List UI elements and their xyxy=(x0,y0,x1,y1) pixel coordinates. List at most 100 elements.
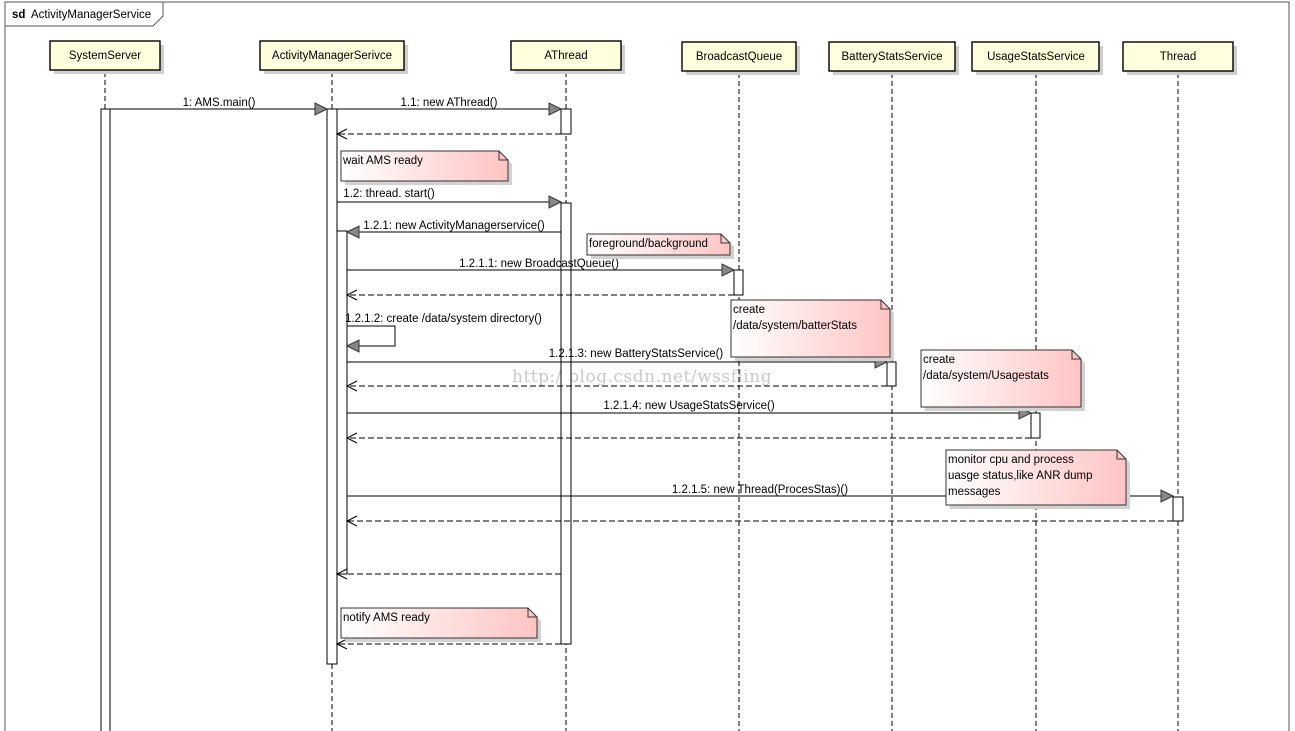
activation-bar xyxy=(560,202,572,645)
activation-bar xyxy=(326,108,338,665)
arrow-head xyxy=(345,289,358,301)
return-message xyxy=(335,638,561,650)
notes: wait AMS ready foreground/background creat… xyxy=(340,150,1130,642)
message-label: 1: AMS.main() xyxy=(183,97,256,109)
message-label: 1.2.1.5: new Thread(ProcesStas)() xyxy=(672,484,848,496)
message-3: 1.2: thread. start() xyxy=(337,188,563,209)
arrow-head xyxy=(1160,489,1175,503)
note-text-line: wait AMS ready xyxy=(342,155,423,167)
message-8: 1.2.1.4: new UsageStatsService() xyxy=(347,400,1033,420)
lifeline-broadcastqueue: BroadcastQueue xyxy=(681,41,800,731)
note-text-line: notify AMS ready xyxy=(343,612,430,624)
message-label: 1.2.1.2: create /data/system directory() xyxy=(345,313,542,325)
note-text-line: monitor cpu and process xyxy=(948,454,1074,466)
message-5: 1.2.1.1: new BroadcastQueue() xyxy=(347,258,736,277)
return-message xyxy=(335,128,561,140)
message-label: 1.2.1.3: new BatteryStatsService() xyxy=(549,348,724,360)
arrow-head xyxy=(345,380,358,392)
message-label: 1.2.1.1: new BroadcastQueue() xyxy=(459,258,619,270)
message-label: 1.2: thread. start() xyxy=(343,188,435,200)
message-1: 1: AMS.main() xyxy=(110,97,329,116)
arrow-head xyxy=(345,432,358,444)
lifeline-head-box xyxy=(681,41,797,72)
activation-bar xyxy=(560,108,572,135)
arrow-head xyxy=(335,128,348,140)
note-fold xyxy=(1071,350,1081,360)
message-label: 1.2.1.4: new UsageStatsService() xyxy=(603,400,774,412)
lifeline-thread: Thread xyxy=(1122,41,1237,731)
activation-bar xyxy=(336,230,348,575)
note-body xyxy=(730,299,891,358)
note-6: notify AMS ready xyxy=(340,607,541,642)
lifeline-head-box xyxy=(971,41,1100,72)
note-text-line: foreground/background xyxy=(589,238,708,250)
lifeline-label: AThread xyxy=(544,50,587,62)
note-5: monitor cpu and process uasge status,like… xyxy=(945,449,1130,509)
note-text-line: uasge status,like ANR dump xyxy=(948,470,1092,482)
note-2: foreground/background xyxy=(586,233,734,259)
note-body xyxy=(920,349,1082,408)
arrow-head xyxy=(548,195,563,209)
return-message xyxy=(345,289,734,301)
arrow-head xyxy=(335,638,348,650)
watermark: http://blog.csdn.net/wssfling xyxy=(512,367,772,387)
lifeline-head-box xyxy=(1122,41,1234,72)
frame: sd ActivityManagerService xyxy=(4,1,1290,731)
lifeline-label: BatteryStatsService xyxy=(842,51,943,63)
note-body xyxy=(340,607,538,639)
note-text-line: create xyxy=(733,304,765,316)
message-4: 1.2.1: new ActivityManagerservice() xyxy=(345,220,561,239)
frame-tab xyxy=(5,2,164,27)
return-message xyxy=(345,432,1031,444)
note-3: create/data/system/batterStats xyxy=(730,299,894,361)
note-fold xyxy=(527,608,537,618)
lifeline-label: BroadcastQueue xyxy=(696,51,782,63)
frame-border xyxy=(4,1,1290,731)
lifeline-batterystatsservice: BatteryStatsService xyxy=(828,41,959,731)
frame-title: ActivityManagerService xyxy=(31,9,151,21)
frame-keyword: sd xyxy=(12,9,25,21)
lifeline-head-box xyxy=(259,40,405,71)
return-message xyxy=(345,515,1173,527)
note-text-line: create xyxy=(923,354,955,366)
lifeline-label: SystemServer xyxy=(69,50,141,62)
lifelines: SystemServer ActivityManagerSerivce AThrea… xyxy=(49,40,1237,731)
arrow-head xyxy=(548,102,563,116)
arrow-head xyxy=(345,225,360,239)
return-message xyxy=(345,380,887,392)
message-2: 1.1: new AThread() xyxy=(337,97,563,116)
note-fold xyxy=(880,300,890,310)
activation-bar xyxy=(733,269,744,296)
note-fold xyxy=(720,234,730,244)
note-body xyxy=(340,150,509,182)
lifeline-head-box xyxy=(49,40,161,71)
lifeline-label: Thread xyxy=(1160,51,1196,63)
note-text-line: messages xyxy=(948,486,1001,498)
self-message-loop xyxy=(347,325,396,347)
arrow-head xyxy=(345,515,358,527)
arrow-head xyxy=(314,102,329,116)
lifeline-head-box xyxy=(510,40,622,71)
note-fold xyxy=(1116,450,1126,460)
message-label: 1.1: new AThread() xyxy=(401,97,498,109)
note-4: create/data/system/Usagestats xyxy=(920,349,1085,411)
arrow-head xyxy=(345,339,360,353)
lifeline-label: UsageStatsService xyxy=(987,51,1085,63)
lifeline-head-box xyxy=(828,41,956,72)
lifeline-label: ActivityManagerSerivce xyxy=(272,50,392,62)
message-6: 1.2.1.2: create /data/system directory() xyxy=(345,313,542,353)
message-label: 1.2.1: new ActivityManagerservice() xyxy=(363,220,545,232)
arrow-head xyxy=(335,568,348,580)
note-fold xyxy=(498,151,508,161)
note-text-line: /data/system/batterStats xyxy=(733,320,857,332)
lifeline-usagestatsservice: UsageStatsService xyxy=(971,41,1103,731)
note-body xyxy=(586,233,731,256)
note-1: wait AMS ready xyxy=(340,150,512,185)
arrow-head xyxy=(721,263,736,277)
activation-bar xyxy=(100,108,111,731)
activation-bars xyxy=(100,108,1184,731)
return-message xyxy=(335,568,561,580)
activation-bar xyxy=(1172,496,1184,522)
note-body xyxy=(945,449,1127,506)
